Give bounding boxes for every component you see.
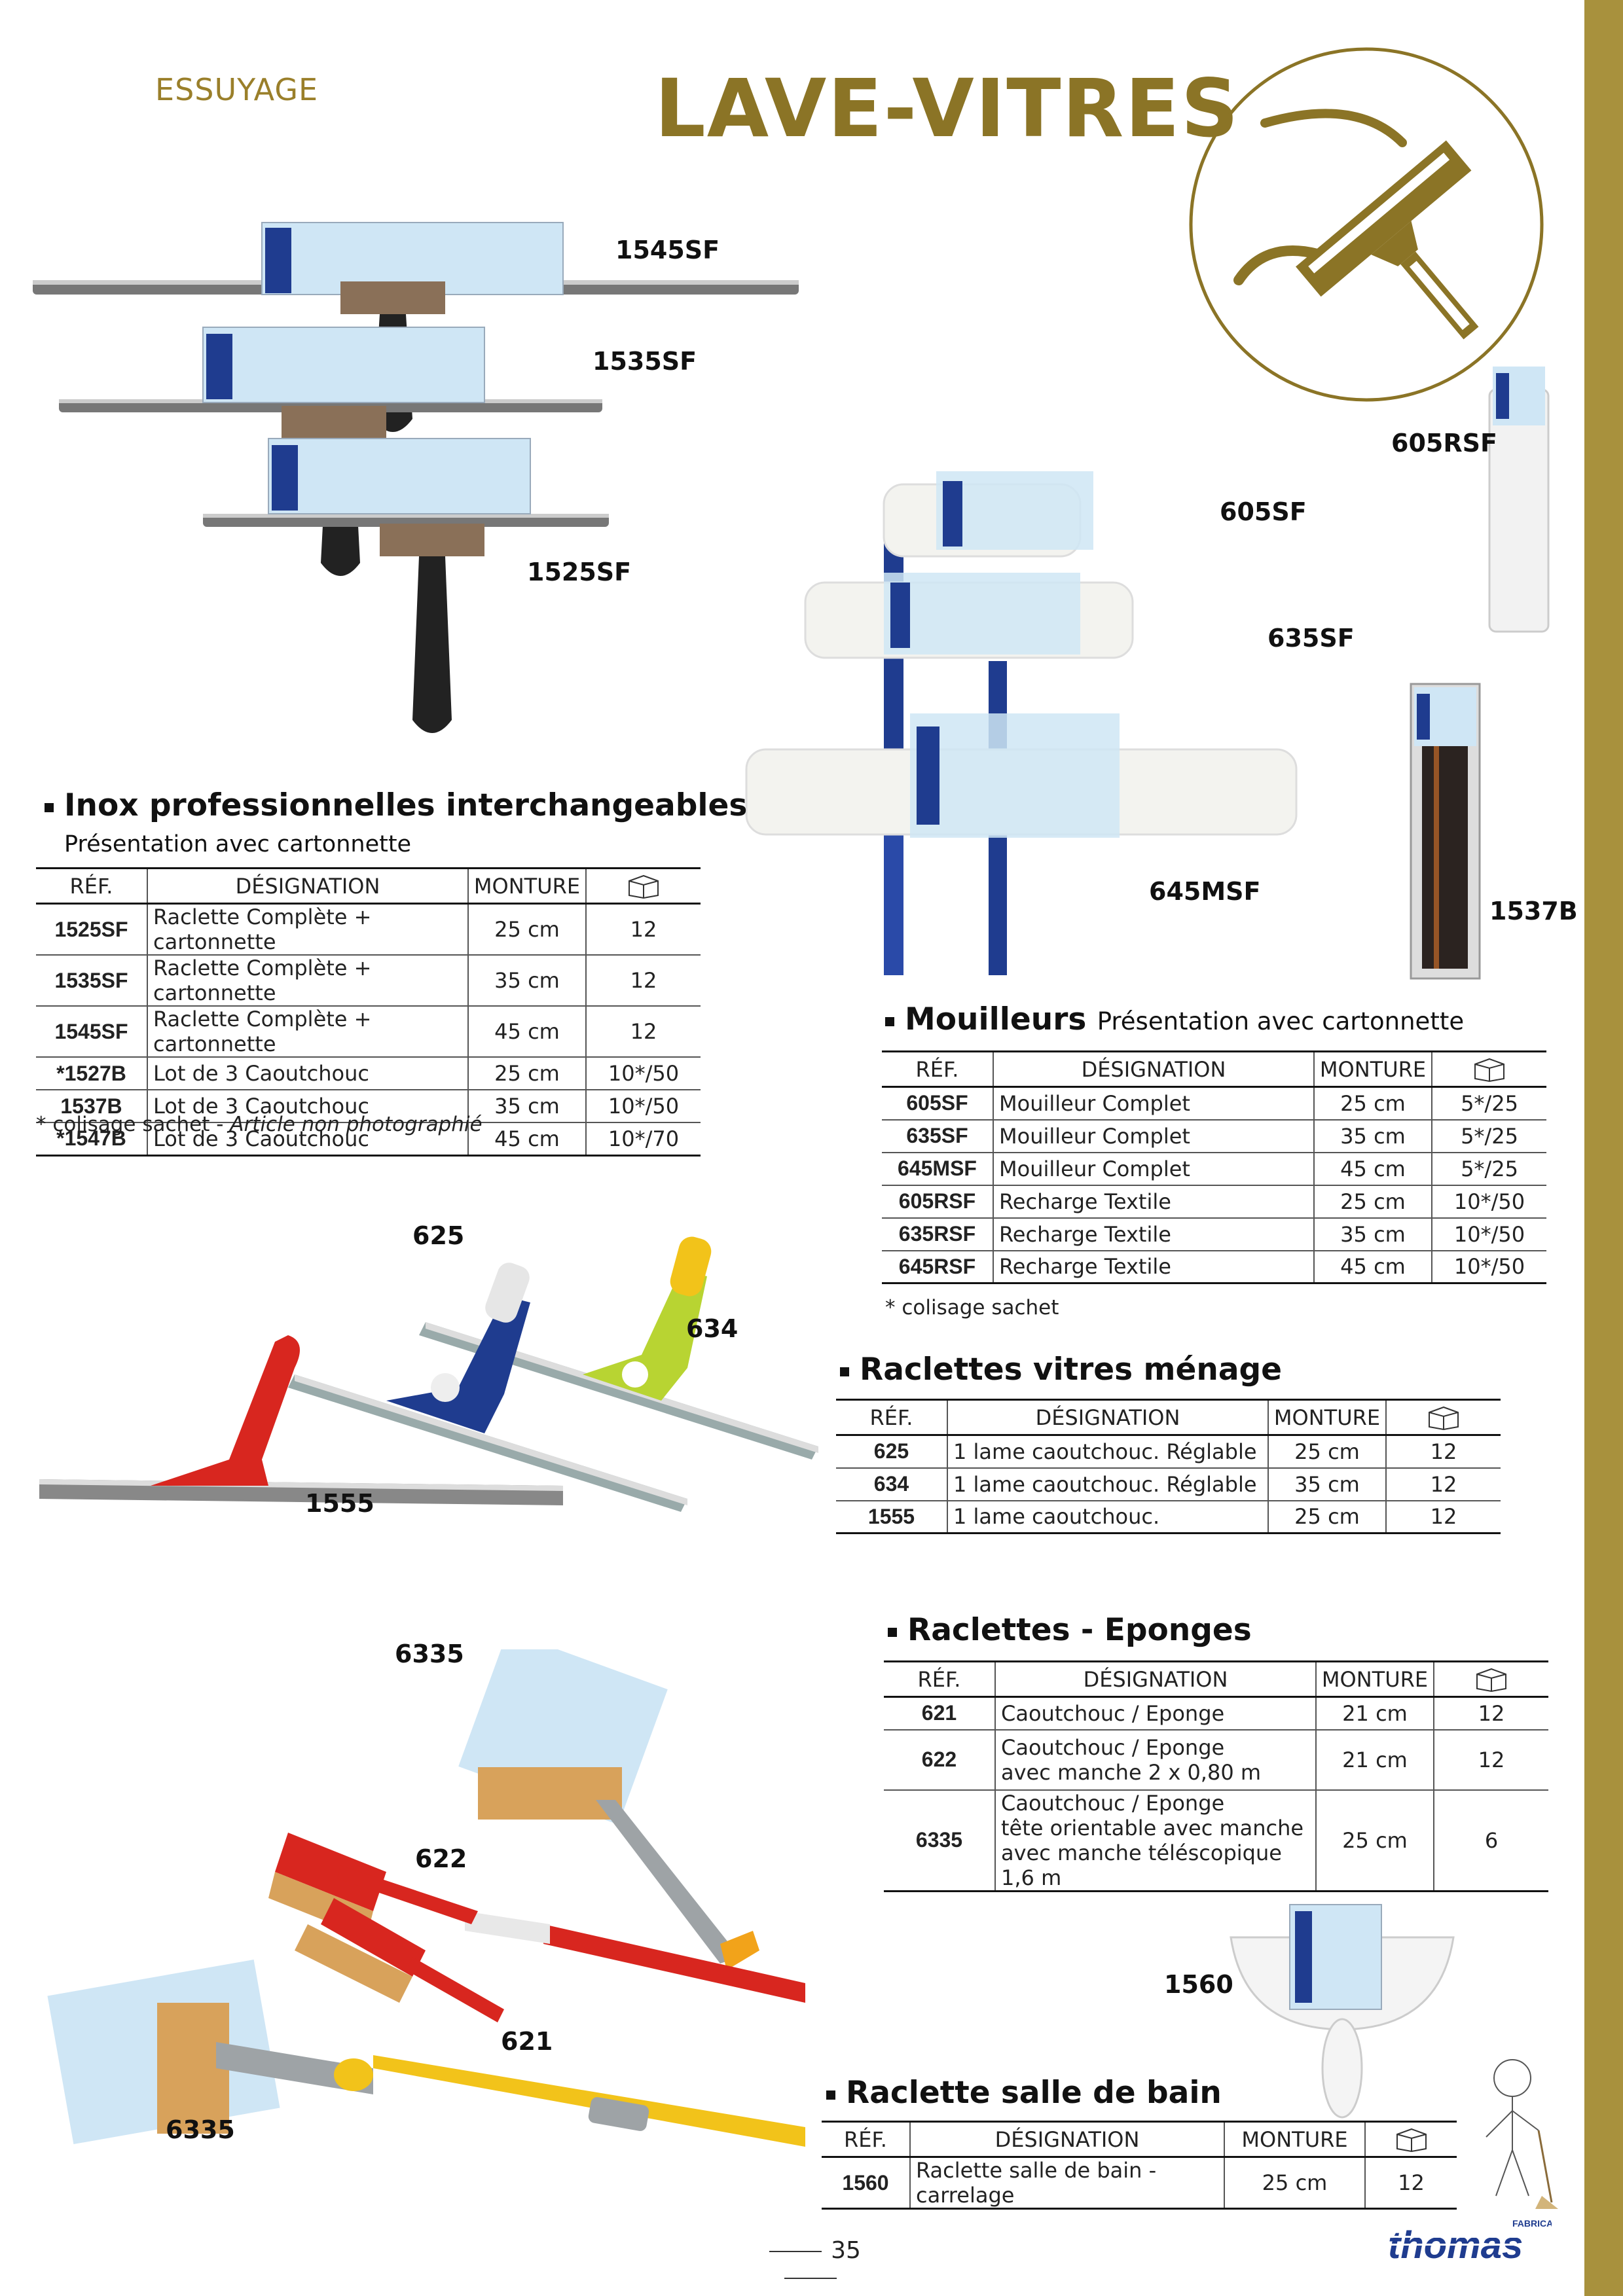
- side-stripe: [1584, 0, 1623, 2296]
- salle-de-bain-squeegee-photo: [1230, 1904, 1455, 2119]
- menage-section-title: Raclettes vitres ménage: [840, 1352, 1282, 1388]
- col-ref: RÉF.: [36, 867, 147, 905]
- product-label-1537B: 1537B: [1489, 897, 1578, 925]
- inox-section-subtitle: Présentation avec cartonnette: [64, 831, 412, 857]
- product-label-635SF: 635SF: [1267, 624, 1355, 653]
- product-label-605SF: 605SF: [1220, 497, 1307, 526]
- recharge-textile-photo: [1488, 367, 1550, 633]
- caoutchouc-lot-photo: [1410, 683, 1481, 980]
- product-label-1535SF: 1535SF: [593, 347, 697, 376]
- carton-box-icon: [1396, 2128, 1427, 2153]
- mouilleurs-footnote: * colisage sachet: [885, 1296, 1059, 1319]
- carton-box-icon: [1474, 1058, 1504, 1083]
- table-row: 621 Caoutchouc / Eponge 21 cm 12: [884, 1696, 1548, 1731]
- product-label-6335-top: 6335: [395, 1640, 464, 1668]
- col-qty: [585, 867, 701, 905]
- bain-section-title: Raclette salle de bain: [826, 2075, 1222, 2111]
- carton-box-icon: [1476, 1668, 1506, 1693]
- squeegee-icon: [1189, 47, 1544, 402]
- mouilleurs-section-title: Mouilleurs Présentation avec cartonnette: [885, 1001, 1464, 1037]
- product-label-1555: 1555: [305, 1489, 374, 1518]
- product-label-621: 621: [501, 2027, 553, 2056]
- page-number: 35: [732, 2237, 889, 2291]
- product-label-1545SF: 1545SF: [615, 236, 720, 264]
- inox-squeegees-photo: [33, 222, 799, 733]
- inox-section-title: Inox professionnelles interchangeables: [45, 787, 747, 823]
- inox-footnote: * colisage sachet - Article non photogra…: [36, 1113, 483, 1136]
- eponges-table: RÉF. DÉSIGNATION MONTURE 621 Caoutchouc …: [884, 1660, 1548, 1892]
- svg-text:FABRICANT: FABRICANT: [1512, 2218, 1552, 2229]
- col-monture: MONTURE: [467, 867, 586, 905]
- product-label-1525SF: 1525SF: [527, 558, 632, 586]
- product-label-625: 625: [412, 1221, 465, 1250]
- page-title: LAVE-VITRES: [655, 62, 1240, 155]
- thomas-logo: FABRICANT thomas: [1388, 2218, 1552, 2265]
- eponges-section-title: Raclettes - Eponges: [888, 1612, 1252, 1648]
- carton-box-icon: [629, 874, 659, 899]
- product-label-645MSF: 645MSF: [1149, 877, 1261, 906]
- mouilleurs-photo: [745, 471, 1298, 975]
- col-designation: DÉSIGNATION: [147, 867, 468, 905]
- product-label-6335-bottom: 6335: [166, 2115, 235, 2144]
- product-label-622: 622: [415, 1844, 467, 1873]
- mascot-illustration: [1486, 2059, 1558, 2209]
- product-label-1560: 1560: [1164, 1970, 1233, 1999]
- menage-squeegees-photo: [39, 1236, 818, 1512]
- product-label-605RSF: 605RSF: [1391, 429, 1497, 457]
- category-label: ESSUYAGE: [155, 72, 319, 107]
- product-label-634: 634: [686, 1314, 739, 1343]
- raclettes-eponges-photo: [47, 1649, 805, 2147]
- carton-box-icon: [1429, 1406, 1459, 1431]
